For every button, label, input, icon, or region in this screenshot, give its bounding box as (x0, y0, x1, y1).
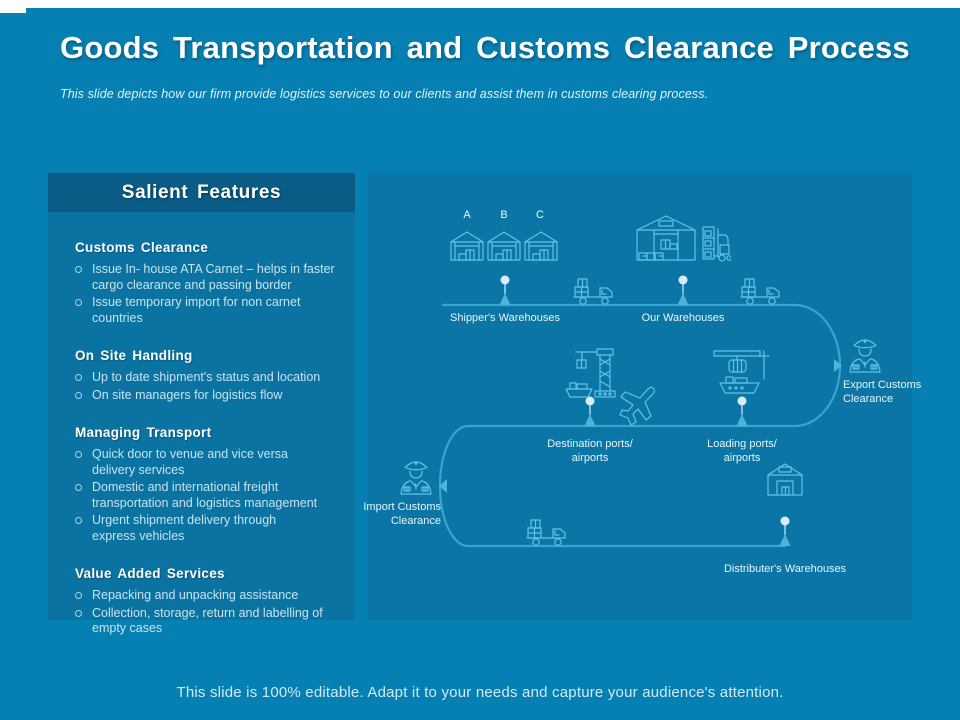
bullet-icon (75, 484, 82, 491)
panel-header: Salient Features (48, 173, 355, 212)
warehouse-small-icon (523, 229, 559, 268)
list-item: Repacking and unpacking assistance (75, 588, 347, 604)
section-title: Customs Clearance (75, 240, 209, 255)
location-pin-icon (677, 275, 689, 305)
bullet-icon (75, 299, 82, 306)
warehouse-letter-b: B (500, 209, 508, 221)
list-item: Issue In- house ATA Carnet – helps in fa… (75, 262, 347, 293)
list-item: On site managers for logistics flow (75, 388, 347, 404)
process-diagram-panel: A B C (363, 173, 921, 620)
process-flow-path (438, 275, 842, 548)
salient-features-panel: Salient Features Customs Clearance Issue… (48, 173, 355, 635)
gantry-crane-ship-icon (712, 347, 770, 404)
airplane-icon (610, 381, 660, 436)
warehouse-distributor-icon (766, 461, 804, 502)
label-shippers-warehouses: Shipper's Warehouses (450, 312, 560, 324)
page-subtitle: This slide depicts how our firm provide … (60, 87, 709, 101)
list-item: Up to date shipment's status and locatio… (75, 370, 347, 386)
customs-officer-icon (397, 456, 435, 501)
warehouse-small-icon (486, 229, 522, 268)
label-our-warehouses: Our Warehouses (641, 312, 725, 324)
section-title: On Site Handling (75, 348, 193, 363)
truck-icon (572, 275, 616, 312)
truck-icon (525, 516, 569, 553)
footer-note: This slide is 100% editable. Adapt it to… (176, 684, 784, 701)
label-destination-ports-airports: Destination ports/airports (547, 438, 633, 464)
location-pin-icon (584, 396, 596, 426)
port-crane-ship-icon (564, 345, 618, 406)
bullet-icon (75, 592, 82, 599)
bullet-icon (75, 451, 82, 458)
arrow-to-import-icon (439, 479, 447, 493)
bullet-icon (75, 609, 82, 617)
location-pin-icon (499, 275, 511, 305)
section-on-site-handling: On Site Handling Up to date shipment's s… (48, 348, 355, 403)
section-managing-transport: Managing Transport Quick door to venue a… (48, 425, 355, 544)
label-distributers-warehouses: Distributer's Warehouses (723, 563, 847, 575)
warehouse-large-icon (634, 213, 698, 268)
customs-officer-icon (846, 334, 884, 379)
list-item: Collection, storage, return and labellin… (75, 606, 347, 637)
forklift-icon (701, 223, 732, 268)
bullet-icon (75, 517, 82, 524)
list-item: Issue temporary import for non carnet co… (75, 295, 347, 326)
arrow-to-export-icon (834, 359, 842, 372)
warehouse-letter-a: A (463, 209, 471, 221)
section-customs-clearance: Customs Clearance Issue In- house ATA Ca… (48, 240, 355, 326)
section-title: Value Added Services (75, 566, 225, 581)
warehouse-letter-c: C (536, 209, 544, 221)
corner-notch (0, 8, 26, 13)
location-pin-icon (736, 396, 748, 426)
location-pin-icon (779, 516, 791, 546)
section-value-added-services: Value Added Services Repacking and unpac… (48, 566, 355, 637)
truck-icon (739, 275, 783, 312)
slide-canvas: Goods Transportation and Customs Clearan… (0, 8, 960, 720)
label-loading-ports-airports: Loading ports/airports (707, 438, 777, 464)
warehouse-small-icon (449, 229, 485, 268)
page-title: Goods Transportation and Customs Clearan… (60, 30, 910, 65)
section-title: Managing Transport (75, 425, 212, 440)
bullet-icon (75, 374, 82, 381)
bullet-icon (75, 266, 82, 273)
bullet-icon (75, 391, 82, 399)
